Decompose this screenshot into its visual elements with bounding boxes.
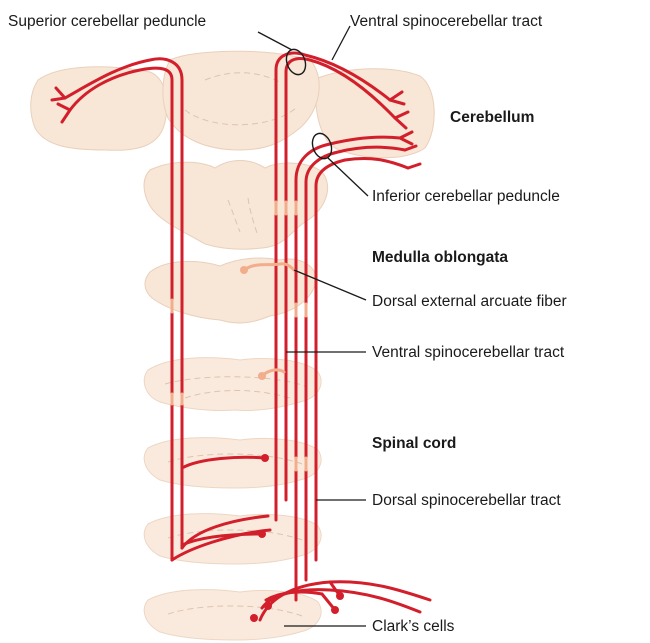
- leader-ventral-tract-top: [332, 26, 350, 60]
- label-ventral-spinocerebellar-tract-top: Ventral spinocerebellar tract: [350, 13, 543, 30]
- label-spinal-cord: Spinal cord: [372, 435, 456, 452]
- leader-inferior-peduncle: [328, 158, 368, 196]
- label-cerebellum: Cerebellum: [450, 109, 534, 126]
- label-dorsal-external-arcuate-fiber: Dorsal external arcuate fiber: [372, 293, 567, 310]
- label-medulla-oblongata: Medulla oblongata: [372, 249, 508, 266]
- label-inferior-cerebellar-peduncle: Inferior cerebellar peduncle: [372, 188, 560, 205]
- leader-superior-peduncle: [258, 32, 292, 50]
- label-clarks-cells: Clark’s cells: [372, 618, 455, 635]
- label-ventral-spinocerebellar-tract: Ventral spinocerebellar tract: [372, 344, 565, 361]
- label-superior-cerebellar-peduncle: Superior cerebellar peduncle: [8, 13, 206, 30]
- label-dorsal-spinocerebellar-tract: Dorsal spinocerebellar tract: [372, 492, 561, 509]
- midbrain-section: [163, 51, 319, 150]
